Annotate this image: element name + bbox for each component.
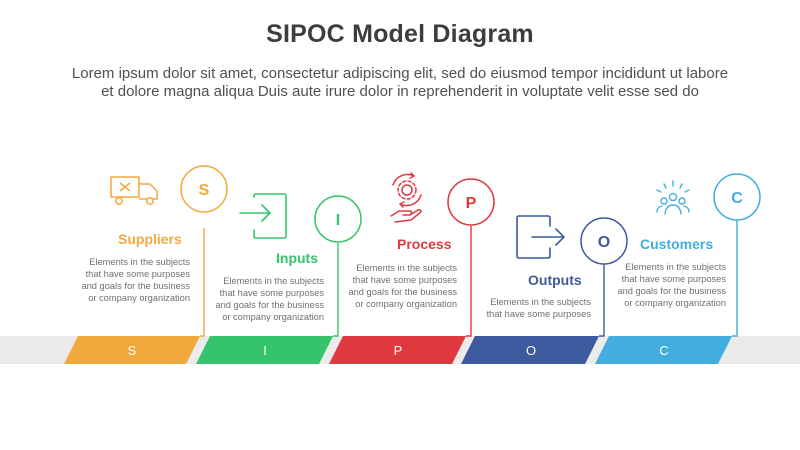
desc-line: Elements in the subjects (356, 263, 457, 273)
bar-letter-i: I (263, 343, 267, 358)
stage-customers: C C (595, 173, 761, 364)
stage-desc-customers: Elements in the subjects that have some … (596, 261, 726, 309)
bar-letter-s: S (128, 343, 137, 358)
connector-outputs (599, 264, 605, 337)
circle-suppliers (180, 165, 228, 213)
bar-letter-o: O (526, 343, 536, 358)
stage-desc-inputs: Elements in the subjects that have some … (194, 275, 324, 323)
circle-outputs (580, 217, 628, 265)
connector-suppliers (200, 228, 205, 337)
bar-inputs (196, 336, 333, 364)
desc-line: Elements in the subjects (625, 262, 726, 272)
stage-inputs: I I (196, 193, 362, 364)
desc-line: that have some purposes (219, 288, 324, 298)
bar-suppliers (64, 336, 200, 364)
page-subtitle: Lorem ipsum dolor sit amet, consectetur … (30, 65, 770, 101)
circle-inputs (314, 195, 362, 243)
desc-line: Elements in the subjects (89, 257, 190, 267)
bar-outputs (461, 336, 599, 364)
circle-process (447, 178, 495, 226)
circle-letter-i: I (336, 212, 340, 229)
circle-letter-p: P (466, 195, 477, 212)
circle-letter-o: O (598, 234, 610, 251)
stage-desc-suppliers: Elements in the subjects that have some … (60, 256, 190, 304)
bar-letter-c: C (659, 343, 668, 358)
desc-line: that have some purposes (486, 309, 591, 319)
subtitle-line: Lorem ipsum dolor sit amet, consectetur … (71, 65, 729, 82)
desc-line: that have some purposes (621, 274, 726, 284)
desc-line: that have some purposes (85, 269, 190, 279)
connector-inputs (333, 243, 339, 337)
delivery-truck-icon (110, 176, 158, 205)
desc-line: or company organization (88, 293, 190, 303)
desc-line: Elements in the subjects (490, 297, 591, 307)
stage-suppliers: S S (64, 165, 228, 364)
desc-line: and goals for the business (215, 300, 324, 310)
desc-line: and goals for the business (348, 287, 457, 297)
customers-group-icon (656, 180, 690, 215)
stage-name-process: Process (397, 236, 452, 252)
desc-line: and goals for the business (81, 281, 190, 291)
stage-name-inputs: Inputs (276, 250, 318, 266)
stage-process: P P (329, 172, 495, 364)
logout-arrow-icon (516, 215, 565, 259)
subtitle-line: et dolore magna aliqua Duis aute irure d… (101, 83, 699, 100)
stage-name-suppliers: Suppliers (118, 231, 182, 247)
circle-letter-c: C (731, 190, 743, 207)
bar-letter-p: P (394, 343, 403, 358)
circle-customers (713, 173, 761, 221)
gear-cycle-hand-icon (390, 172, 422, 223)
desc-line: or company organization (624, 298, 726, 308)
stage-name-outputs: Outputs (528, 272, 582, 288)
bar-process (329, 336, 466, 364)
desc-line: that have some purposes (352, 275, 457, 285)
desc-line: Elements in the subjects (223, 276, 324, 286)
stage-desc-process: Elements in the subjects that have some … (327, 262, 457, 310)
page-title: SIPOC Model Diagram (266, 20, 534, 48)
desc-line: or company organization (222, 312, 324, 322)
desc-line: and goals for the business (617, 286, 726, 296)
bar-customers (595, 336, 732, 364)
connector-process (466, 226, 472, 337)
circle-letter-s: S (199, 182, 210, 199)
stage-outputs: O O (461, 215, 628, 364)
stage-name-customers: Customers (640, 236, 714, 252)
stage-desc-outputs: Elements in the subjects that have some … (461, 296, 591, 320)
connector-customers (732, 220, 738, 337)
desc-line: or company organization (355, 299, 457, 309)
login-arrow-icon (239, 193, 287, 239)
